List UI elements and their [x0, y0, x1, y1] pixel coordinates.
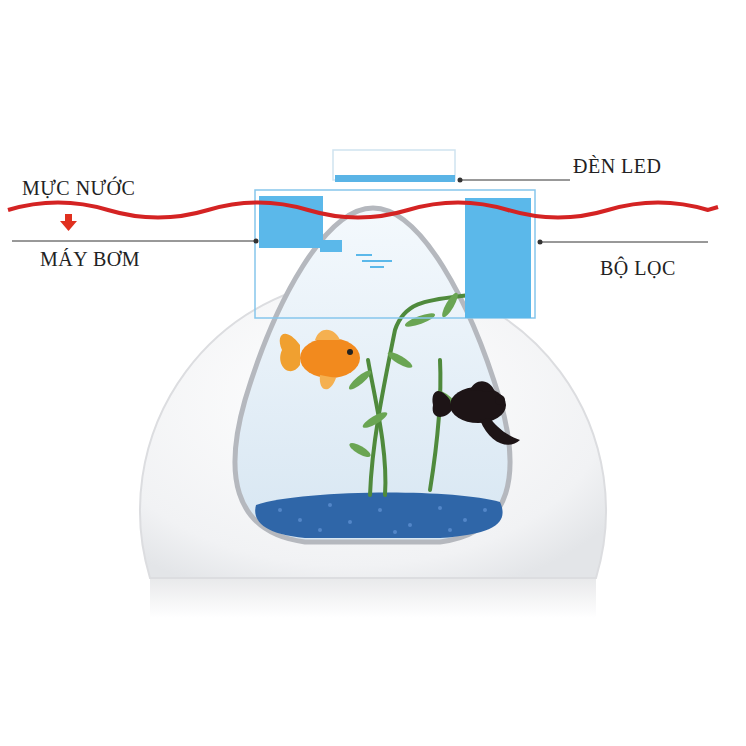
leader-dots [254, 178, 543, 245]
base-shadow [150, 578, 596, 618]
plant-leaves [347, 291, 462, 460]
gravel-texture [278, 503, 487, 534]
part-label: MỰC NƯỚC [22, 176, 135, 200]
part-label: MÁY BƠM [40, 247, 140, 271]
ripples [356, 255, 392, 267]
led-bar [335, 175, 455, 182]
part-label: ĐÈN LED [573, 154, 661, 178]
pump-outlet [320, 240, 342, 252]
black-moor [432, 381, 520, 445]
goldfish [280, 330, 360, 390]
part-label: BỘ LỌC [600, 256, 676, 280]
level-arrow [60, 214, 77, 231]
filter [465, 198, 531, 318]
water-level-line [8, 203, 718, 218]
gravel [255, 493, 502, 538]
compartment-outline [255, 190, 535, 318]
plant [368, 295, 470, 495]
